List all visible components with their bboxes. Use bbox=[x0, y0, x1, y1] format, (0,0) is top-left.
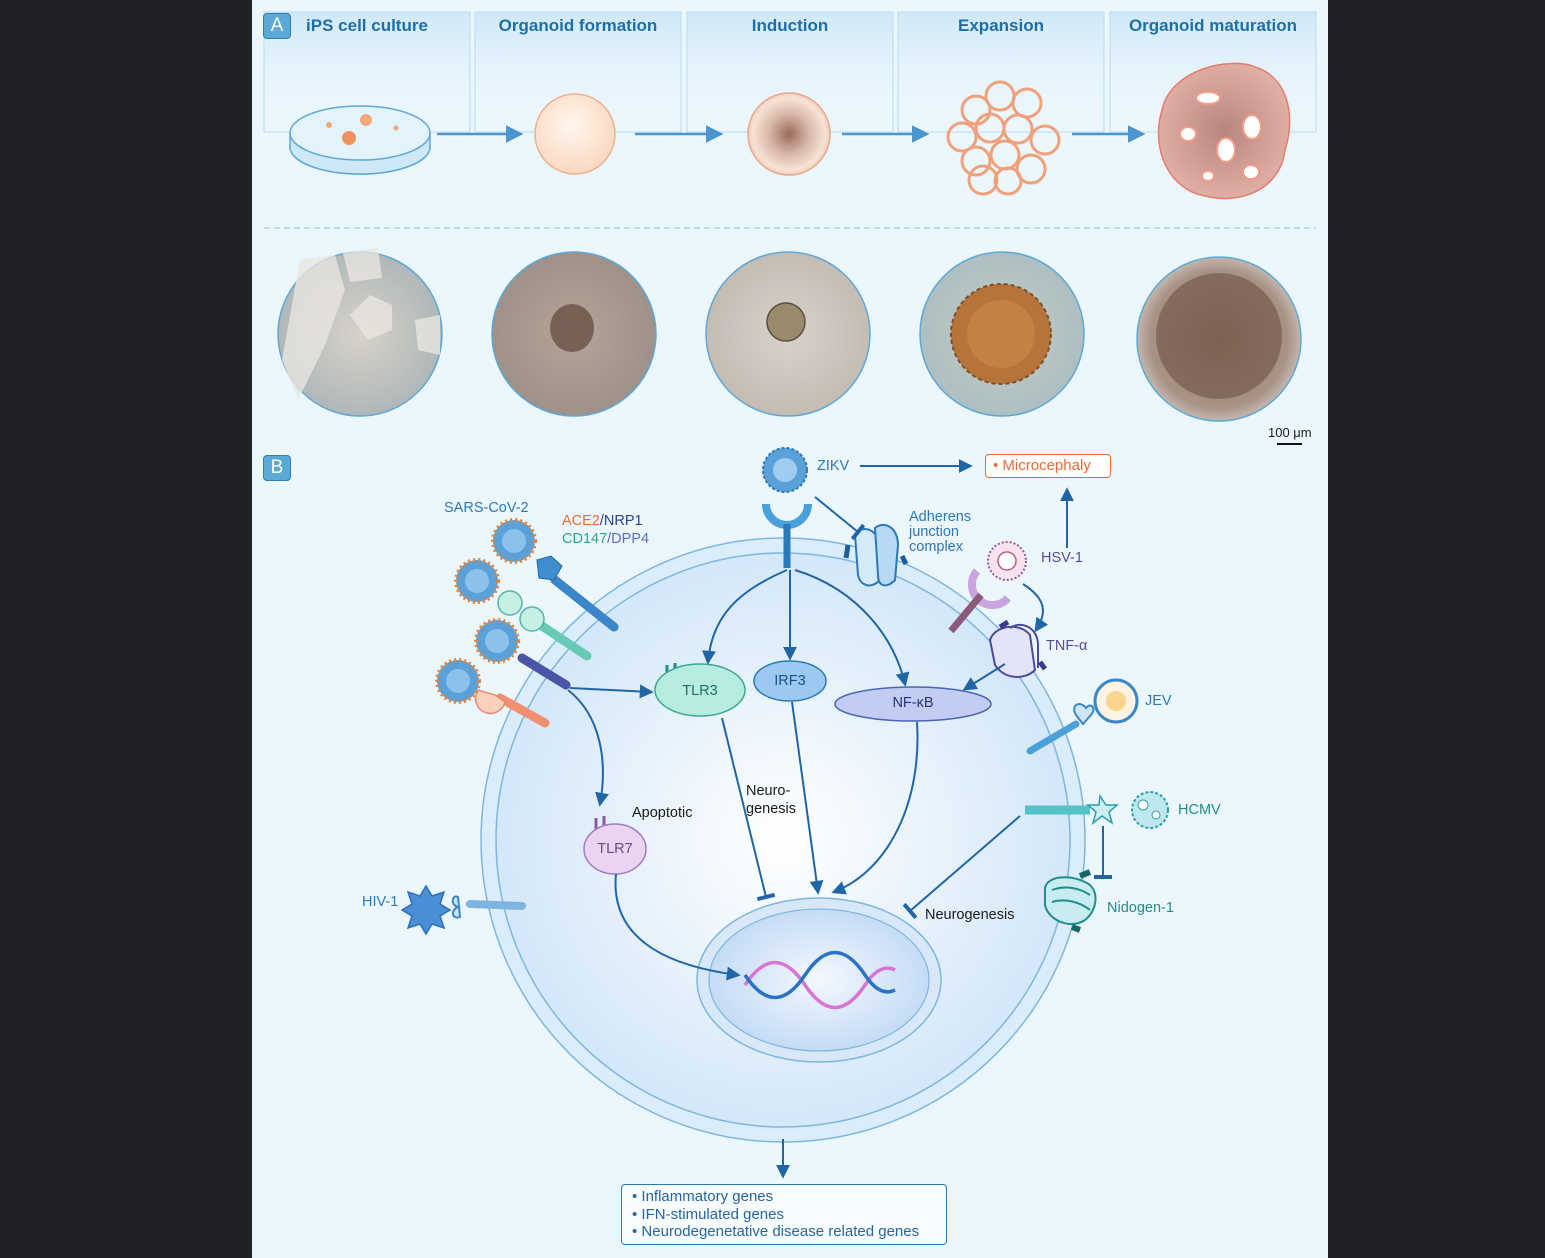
hiv-1-virion bbox=[400, 884, 452, 936]
receptor-label-ace2-nrp1: ACE2/NRP1 bbox=[562, 513, 643, 529]
micrograph-induction bbox=[705, 251, 871, 417]
expanded-organoid-icon bbox=[946, 80, 1061, 196]
irf3-label: IRF3 bbox=[774, 673, 806, 689]
hcmv-receptor bbox=[1025, 793, 1119, 825]
output-gene-item: • Neurodegenetative disease related gene… bbox=[632, 1223, 920, 1240]
scale-bar-label: 100 μm bbox=[1268, 425, 1312, 440]
micrograph-formation bbox=[491, 251, 657, 417]
zikv-receptor bbox=[762, 503, 812, 568]
jev-label: JEV bbox=[1145, 693, 1172, 709]
nidogen-1-label: Nidogen-1 bbox=[1107, 900, 1174, 916]
mature-organoid-icon bbox=[1157, 62, 1291, 200]
apoptotic-label: Apoptotic bbox=[632, 805, 693, 821]
receptor-separator-1: / bbox=[599, 513, 604, 529]
hiv-receptor bbox=[451, 895, 526, 919]
hcmv-virion bbox=[1131, 791, 1169, 829]
step-label-ips: iPS cell culture bbox=[306, 16, 428, 35]
ifn-genes-text: IFN-stimulated genes bbox=[641, 1205, 784, 1223]
panel-b-badge: B bbox=[263, 455, 291, 481]
zikv-virion bbox=[762, 447, 808, 493]
inflammatory-genes-text: Inflammatory genes bbox=[641, 1188, 774, 1205]
micrograph-maturation bbox=[1136, 256, 1302, 422]
nfkb-label: NF-κB bbox=[892, 695, 934, 711]
dpp4-label: DPP4 bbox=[611, 531, 650, 547]
induced-organoid-icon bbox=[747, 92, 831, 176]
panel-a-badge: A bbox=[263, 13, 291, 39]
receptor-label-cd147-dpp4: CD147/DPP4 bbox=[562, 531, 649, 547]
microcephaly-box: • Microcephaly bbox=[985, 454, 1111, 478]
receptor-separator-2: / bbox=[607, 531, 612, 547]
organoid-sphere-icon bbox=[534, 93, 616, 175]
jev-virion bbox=[1093, 678, 1139, 724]
micrograph-ips bbox=[277, 248, 443, 417]
step-label-induction: Induction bbox=[751, 16, 829, 35]
hiv-1-label: HIV-1 bbox=[362, 894, 399, 910]
step-label-expansion: Expansion bbox=[958, 16, 1044, 35]
nfkb-node bbox=[834, 686, 992, 722]
hsv-1-virion bbox=[987, 541, 1027, 581]
sars-receptors bbox=[474, 555, 619, 728]
zikv-label: ZIKV bbox=[817, 458, 850, 474]
neurodegenerative-genes-text: Neurodegenetative disease related genes bbox=[641, 1223, 920, 1240]
output-gene-item: • Inflammatory genes bbox=[632, 1188, 774, 1205]
hsv-receptor bbox=[948, 568, 1012, 634]
dna-icon bbox=[743, 950, 896, 1010]
output-gene-item: • IFN-stimulated genes bbox=[632, 1205, 784, 1223]
sars-cov-2-label: SARS-CoV-2 bbox=[444, 500, 529, 516]
jev-receptor bbox=[1026, 703, 1095, 755]
tlr7-label: TLR7 bbox=[597, 841, 633, 857]
nrp1-label: NRP1 bbox=[603, 513, 643, 529]
tlr3-label: TLR3 bbox=[682, 683, 718, 699]
microcephaly-label: Microcephaly bbox=[1002, 457, 1091, 474]
tnf-receptor-icon bbox=[988, 619, 1048, 678]
pathway-arrows bbox=[567, 459, 1112, 1179]
step-label-maturation: Organoid maturation bbox=[1128, 16, 1298, 35]
hcmv-label: HCMV bbox=[1178, 802, 1221, 818]
step-label-formation: Organoid formation bbox=[498, 16, 658, 35]
micrograph-expansion bbox=[919, 251, 1085, 417]
tnf-alpha-label: TNF-α bbox=[1046, 638, 1088, 654]
output-genes-box: • Inflammatory genes • IFN-stimulated ge… bbox=[621, 1184, 947, 1245]
neurogenesis-split-label: Neuro- genesis bbox=[746, 783, 796, 817]
ace2-label: ACE2 bbox=[562, 513, 600, 529]
tlr3-node bbox=[654, 663, 746, 717]
sars-cov-2-virions bbox=[435, 518, 537, 704]
nidogen-1-icon bbox=[1044, 869, 1097, 933]
adherens-junction-label: Adherens junction complex bbox=[909, 509, 972, 555]
hsv-1-label: HSV-1 bbox=[1041, 550, 1083, 566]
cd147-label: CD147 bbox=[562, 531, 608, 547]
nucleus bbox=[708, 908, 930, 1052]
petri-dish-icon bbox=[289, 105, 431, 175]
irf3-node bbox=[753, 660, 827, 702]
neurogenesis-label: Neurogenesis bbox=[925, 907, 1015, 923]
